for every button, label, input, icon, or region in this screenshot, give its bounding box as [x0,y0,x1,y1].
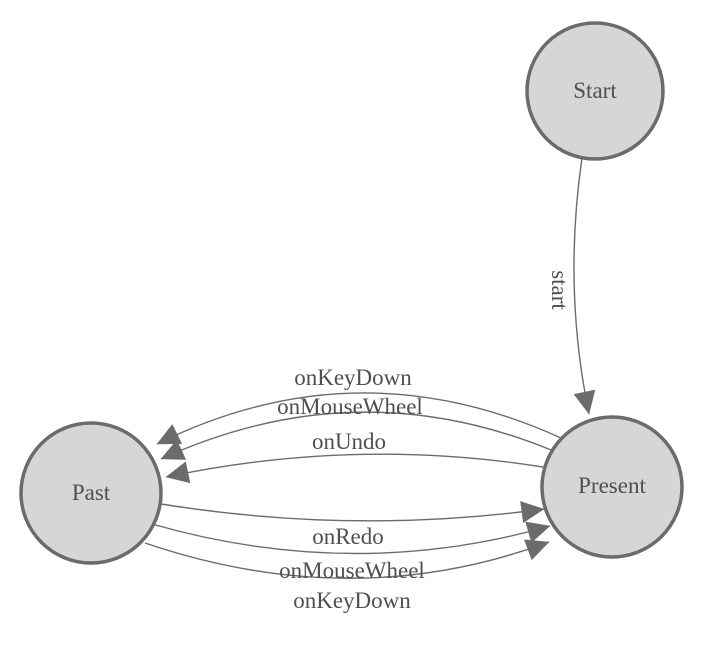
edge-label-group: start onKeyDown onMouseWheel onUndo onRe… [277,270,572,613]
state-node-past-label: Past [72,480,111,505]
edge-label-onkeydown-upper: onKeyDown [294,365,412,390]
node-past: Past [19,421,163,565]
state-node-start[interactable] [525,21,665,161]
edge-start-to-present [573,157,596,415]
edge-past-to-present-onkeydown [144,539,550,579]
edge-label-onmousewheel-upper: onMouseWheel [277,394,423,419]
edge-present-to-past-onundo [165,453,544,484]
state-node-start-label: Start [573,78,617,103]
node-present: Present [540,415,684,559]
edge-past-to-present-onmousewheel [151,521,551,555]
state-node-present[interactable] [540,415,684,559]
edge-present-to-past-onkeydown [156,392,562,445]
node-start: Start [525,21,665,161]
edge-label-onundo: onUndo [312,429,386,454]
state-node-present-label: Present [578,473,646,498]
edge-label-onmousewheel-lower: onMouseWheel [279,558,425,583]
edge-label-onredo: onRedo [312,524,384,549]
edge-label-start: start [547,270,572,310]
state-node-past[interactable] [19,421,163,565]
edge-past-to-present-onredo [160,501,545,523]
edge-group [144,157,596,579]
edge-present-to-past-onmousewheel [160,411,552,460]
edge-label-onkeydown-lower: onKeyDown [293,588,411,613]
